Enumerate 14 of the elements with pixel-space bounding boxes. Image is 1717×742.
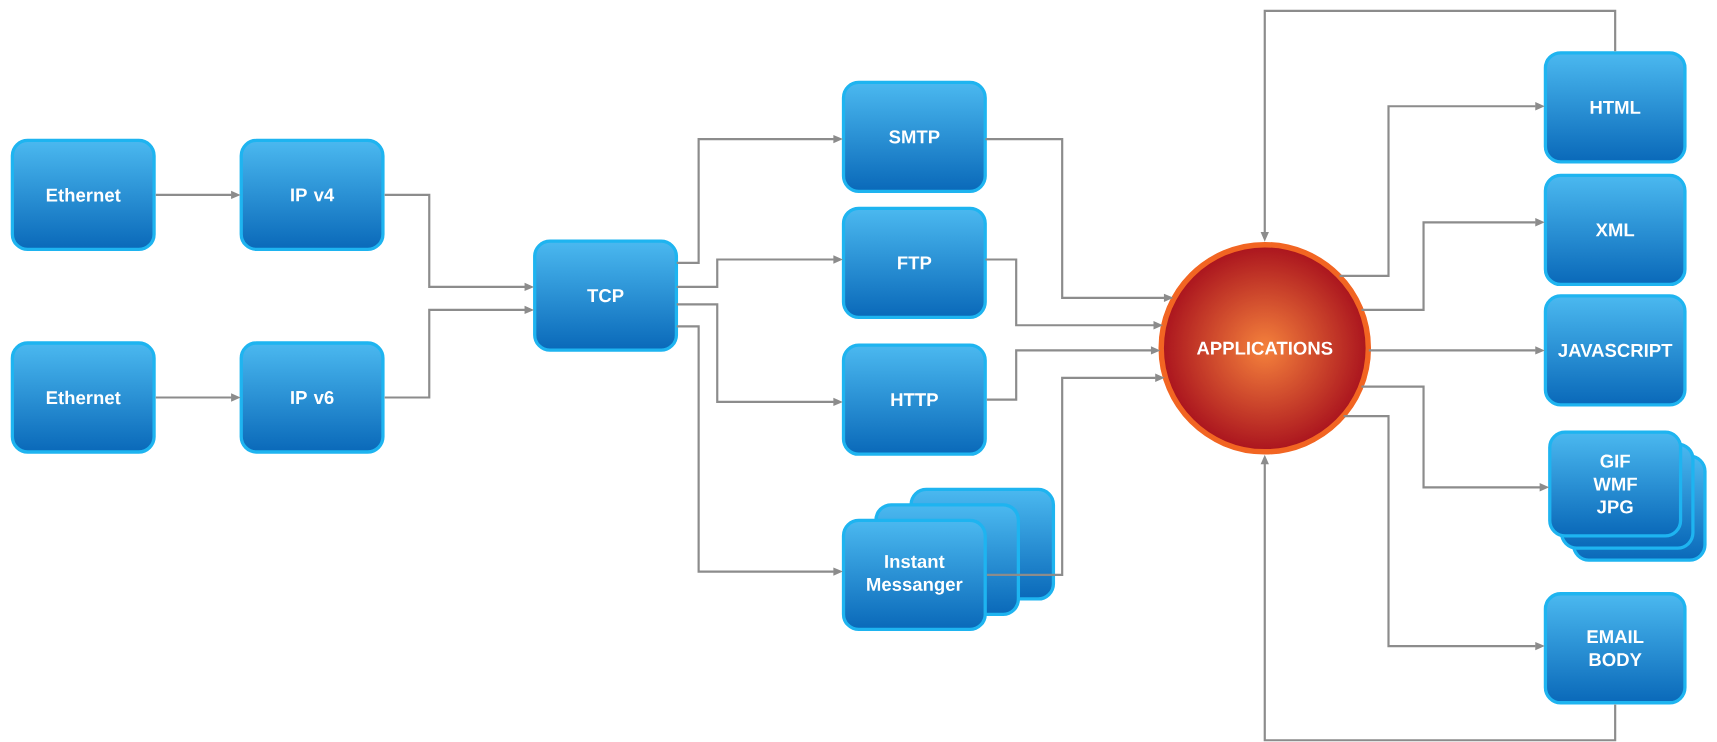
protocol-box: TCP: [533, 239, 679, 352]
protocol-box: JAVASCRIPT: [1543, 294, 1687, 407]
protocol-box: EMAIL BODY: [1543, 591, 1687, 705]
protocol-box: IP v6: [239, 341, 385, 454]
protocol-box: IP v4: [239, 138, 385, 251]
protocol-box: XML: [1543, 173, 1687, 286]
protocol-box: HTTP: [841, 343, 987, 456]
protocol-box: Ethernet: [10, 138, 156, 251]
protocol-box: GIF WMF JPG: [1548, 430, 1683, 538]
protocol-box: Ethernet: [10, 341, 156, 454]
protocol-box: HTML: [1543, 50, 1687, 164]
protocol-box: FTP: [841, 206, 987, 319]
protocol-box: Instant Messanger: [841, 518, 987, 631]
protocol-box: SMTP: [841, 80, 987, 193]
